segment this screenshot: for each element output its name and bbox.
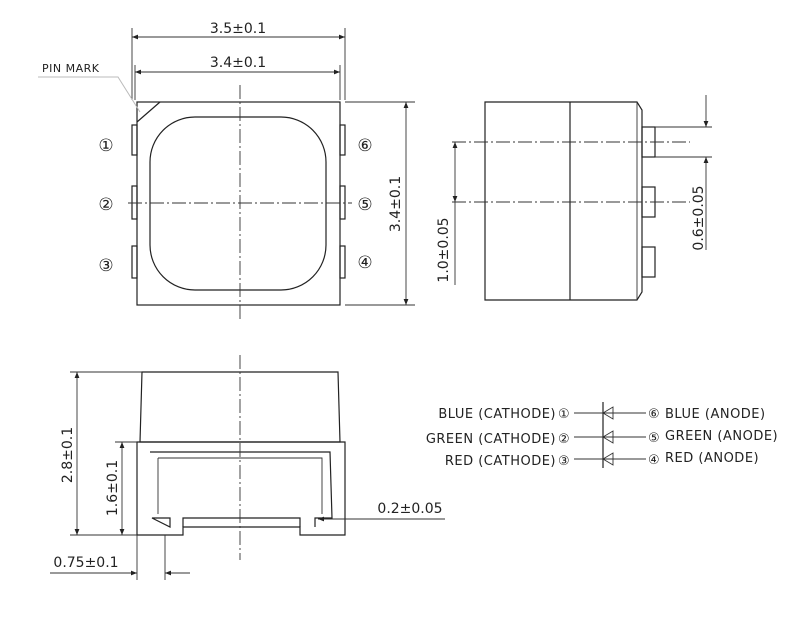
dim-inner-width: 3.4±0.1 [210,55,266,71]
pin-1-label: ① [98,136,113,156]
lead-frame-inner [150,451,333,528]
diode-symbol [602,406,614,420]
pin-5-label: ⑤ [357,195,372,215]
pin-4-ref: ④ [648,453,660,468]
dim-lead-height: 1.6±0.1 [105,460,121,516]
dim-outer-width: 3.5±0.1 [210,21,266,37]
circuit-row-blue: BLUE (CATHODE) ① ⑥ BLUE (ANODE) [438,406,766,422]
pin-2-label: ② [98,195,113,215]
pin-6-ref: ⑥ [648,407,660,422]
top-view: 3.5±0.1 3.4±0.1 3.4±0.1 PIN MARK ① ② ③ ④… [38,21,415,320]
diode-symbol [602,452,614,466]
package-body-outline [136,101,341,306]
blue-cathode-label: BLUE (CATHODE) [438,407,556,422]
green-anode-label: GREEN (ANODE) [665,429,778,444]
lead-frame-outer [136,441,346,536]
red-cathode-label: RED (CATHODE) [445,454,556,469]
green-cathode-label: GREEN (CATHODE) [426,432,556,447]
pin-1-ref: ① [558,407,570,422]
pin-4-label: ④ [357,253,372,273]
diode-symbol [602,430,614,444]
lens-outline [149,116,327,291]
circuit-diagram: BLUE (CATHODE) ① ⑥ BLUE (ANODE) GREEN (C… [426,402,778,469]
dim-lead-offset: 0.75±0.1 [53,555,118,571]
pin-6-label: ⑥ [357,136,372,156]
dim-total-height: 2.8±0.1 [60,427,76,483]
pin-mark-leader [38,76,141,113]
dim-pitch: 1.0±0.05 [436,217,452,282]
dim-lead-thickness: 0.2±0.05 [377,501,442,517]
pin-3-ref: ③ [558,454,570,469]
pin-5-ref: ⑤ [648,431,660,446]
circuit-row-green: GREEN (CATHODE) ② ⑤ GREEN (ANODE) [426,429,778,447]
pads [131,124,346,279]
pin-mark-label: PIN MARK [42,62,100,75]
side-view: 1.0±0.05 0.6±0.05 [436,95,712,301]
pin-2-ref: ② [558,432,570,447]
side-body-outline [484,101,643,301]
pin-3-label: ③ [98,256,113,276]
dim-height: 3.4±0.1 [388,176,404,232]
pin-mark-chamfer [136,101,161,123]
dim-lead-width: 0.6±0.05 [691,185,707,250]
bottom-view: 2.8±0.1 1.6±0.1 0.2±0.05 0.75±0.1 [50,355,445,580]
red-anode-label: RED (ANODE) [665,451,759,466]
circuit-row-red: RED (CATHODE) ③ ④ RED (ANODE) [445,451,759,469]
blue-anode-label: BLUE (ANODE) [665,407,766,422]
side-lead [641,246,656,278]
